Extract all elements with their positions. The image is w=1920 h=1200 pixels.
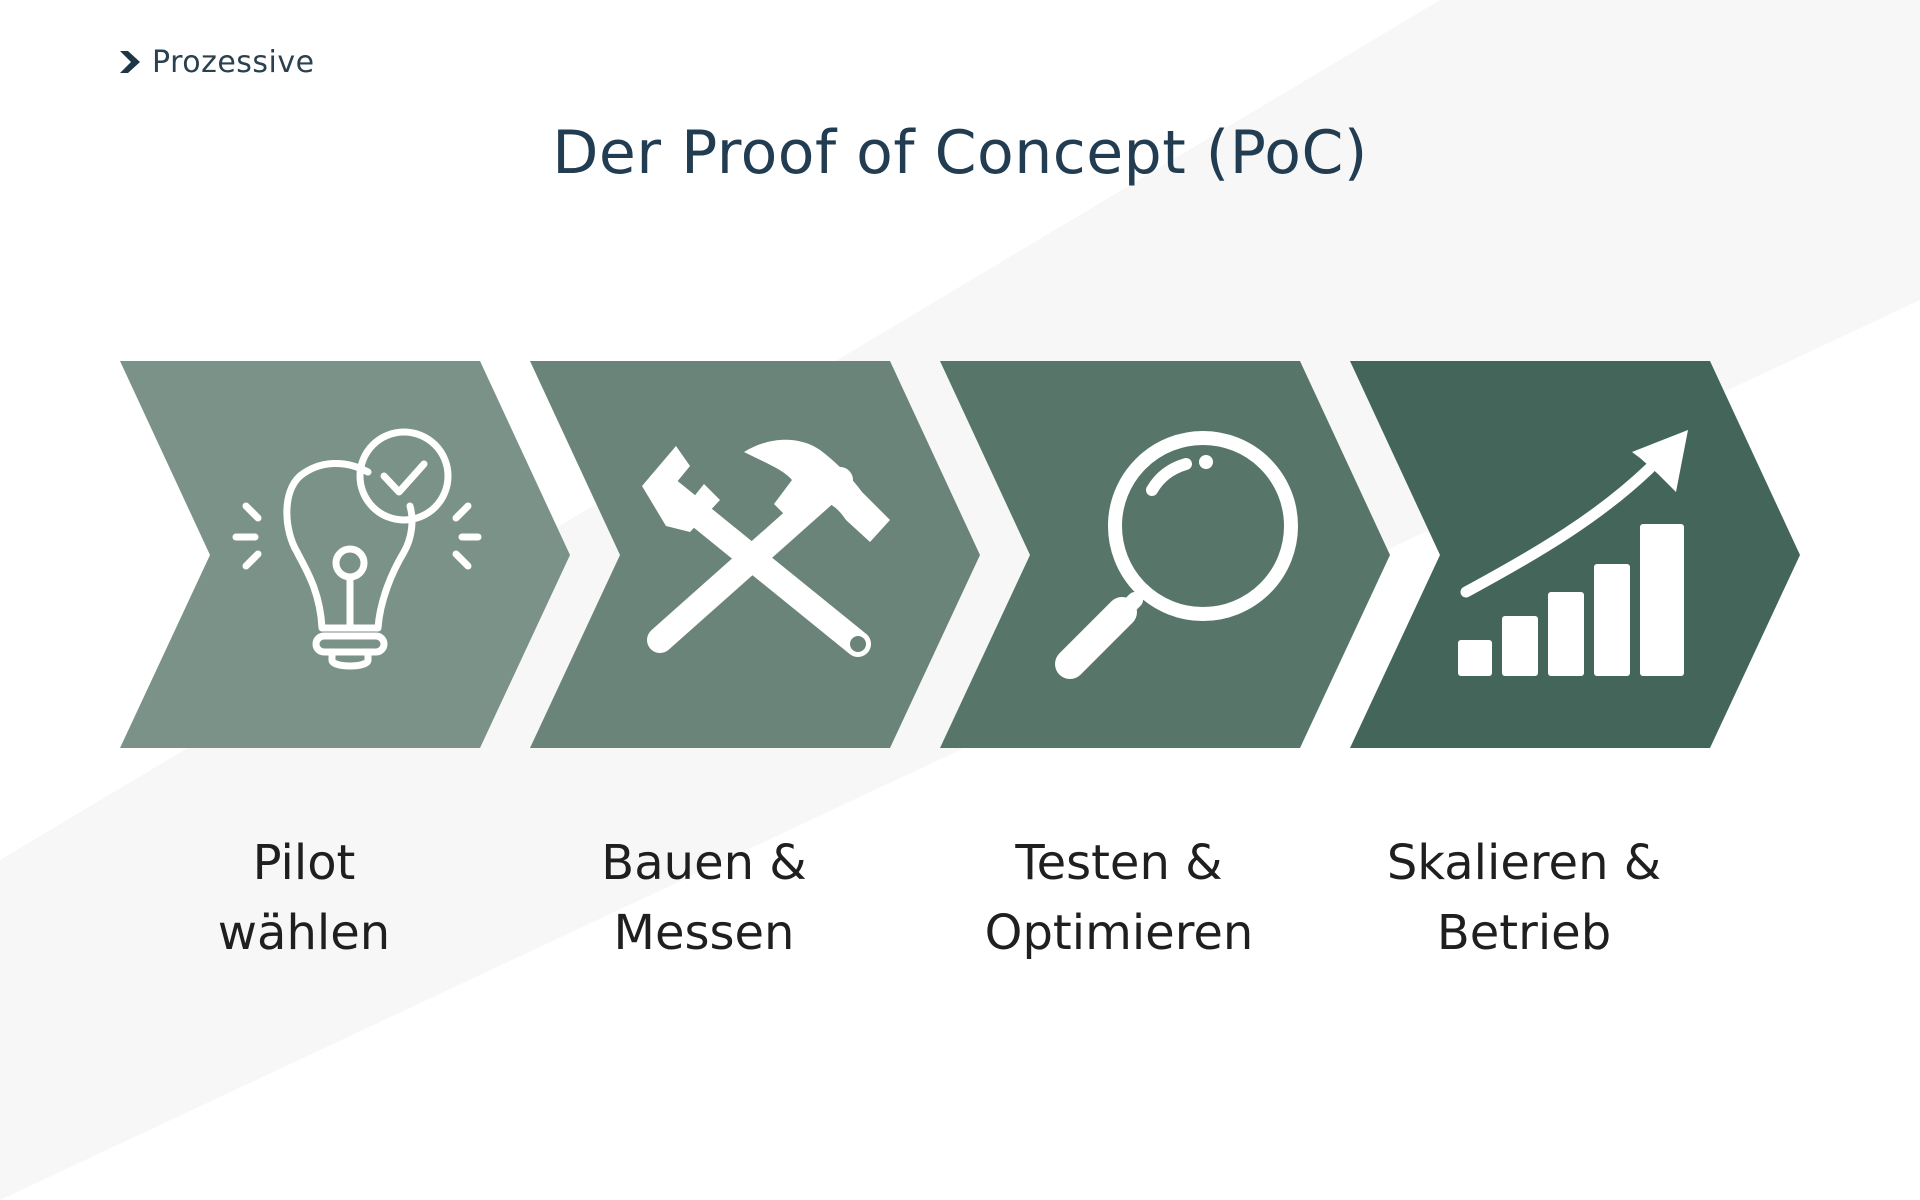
step-4-label: Skalieren & Betrieb bbox=[1386, 835, 1662, 961]
step-1-chevron bbox=[120, 361, 570, 748]
page-title: Der Proof of Concept (PoC) bbox=[552, 118, 1368, 188]
lightbulb-check-icon bbox=[232, 428, 482, 670]
step-2-chevron bbox=[530, 361, 980, 748]
step-4-chevron bbox=[1350, 361, 1800, 748]
brand-logo: Prozessive bbox=[118, 42, 315, 82]
step-3-shape bbox=[940, 361, 1390, 748]
step-3-chevron bbox=[940, 361, 1390, 748]
magnifier-icon bbox=[1055, 431, 1298, 679]
brand-chevron-icon bbox=[120, 51, 140, 73]
brand-name: Prozessive bbox=[152, 44, 315, 80]
step-3-label: Testen & Optimieren bbox=[984, 835, 1254, 961]
step-2-label: Bauen & Messen bbox=[601, 835, 807, 961]
step-1-shape bbox=[120, 361, 570, 748]
step-1-label: Pilot wählen bbox=[217, 835, 391, 961]
hammer-wrench-icon bbox=[642, 439, 890, 657]
growth-chart-icon bbox=[1458, 430, 1688, 676]
